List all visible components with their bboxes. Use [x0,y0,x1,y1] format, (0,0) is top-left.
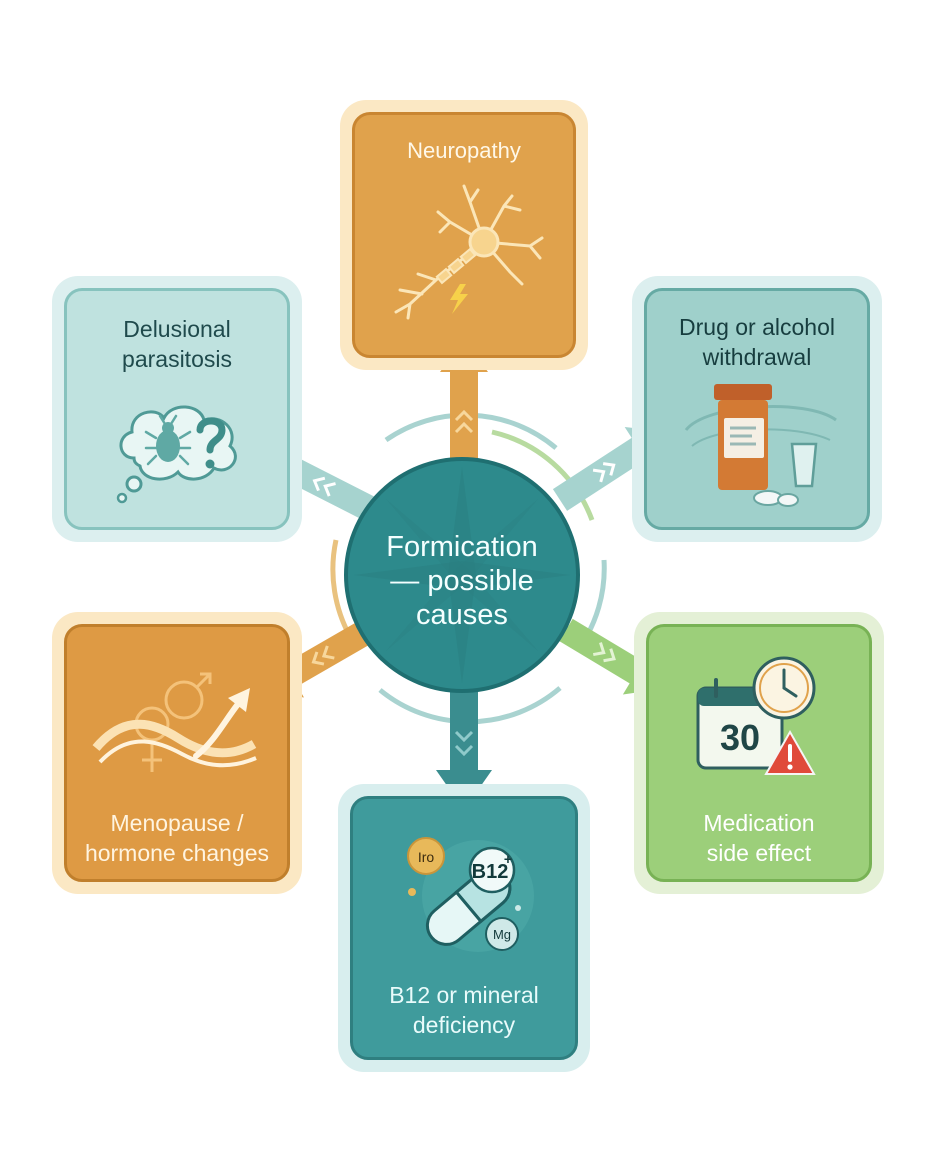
mineral-iron-label: Iro [418,849,435,865]
rising-arrow-icon [193,701,241,759]
mineral-iron-icon: Iro [407,837,445,875]
card-deficiency-label: B12 or mineral deficiency [338,980,590,1040]
card-menopause-label: Menopause / hormone changes [52,808,302,868]
label-line: parasitosis [122,346,232,372]
card-drug-alcohol-withdrawal: Drug or alcohol withdrawal [632,276,882,542]
card-neuropathy: Neuropathy [340,100,588,370]
hub-circle [344,457,580,693]
card-neuropathy-label: Neuropathy [340,136,588,166]
label-line: hormone changes [84,840,270,866]
thought-bubble-bug-icon [116,405,237,504]
hub-title: Formication — possible causes [342,530,582,632]
card-menopause-hormone-changes: Menopause / hormone changes [52,612,302,894]
vitamin-capsule-icon: Iro B12 + Mg [407,837,534,952]
hub-title-line: Formication [386,531,538,563]
b12-badge-label: B12 [472,861,509,883]
card-medication-label: Medication side effect [634,808,884,868]
label-line: Menopause / [110,810,244,836]
b12-badge-superscript: + [504,851,512,867]
card-delusional-label: Delusional parasitosis [52,314,302,374]
label-line: Drug or alcohol [679,314,835,340]
mineral-magnesium-icon: Mg [485,917,519,951]
hormone-wave-icon [92,672,257,772]
clock-icon [752,656,816,720]
label-line: Medication [703,810,815,836]
card-delusional-parasitosis: Delusional parasitosis [52,276,302,542]
card-withdrawal-label: Drug or alcohol withdrawal [632,312,882,372]
card-medication-side-effect: 30 Medication side effect [634,612,884,894]
label-line: Neuropathy [407,138,521,163]
bug-icon [144,414,192,466]
label-line: deficiency [412,1012,516,1038]
hub-title-line: — possible [390,565,534,597]
mineral-magnesium-label: Mg [493,927,511,942]
warning-icon [764,729,816,775]
question-mark-icon [196,417,226,454]
neuron-icon [394,184,544,320]
card-neuropathy-panel [352,112,576,358]
calendar-clock-warning-icon: 30 [696,656,816,775]
card-b12-mineral-deficiency: Iro B12 + Mg B12 or mineral deficiency [338,784,590,1072]
label-line: B12 or mineral [389,982,539,1008]
pill-bottle-glass-icon [684,384,837,507]
calendar-number: 30 [720,717,760,758]
hub-ring-green [491,429,595,521]
b12-badge-icon: B12 + [468,846,516,894]
label-line: side effect [706,840,812,866]
label-line: Delusional [123,316,231,342]
hub-title-line: causes [416,599,508,631]
label-line: withdrawal [702,344,812,370]
